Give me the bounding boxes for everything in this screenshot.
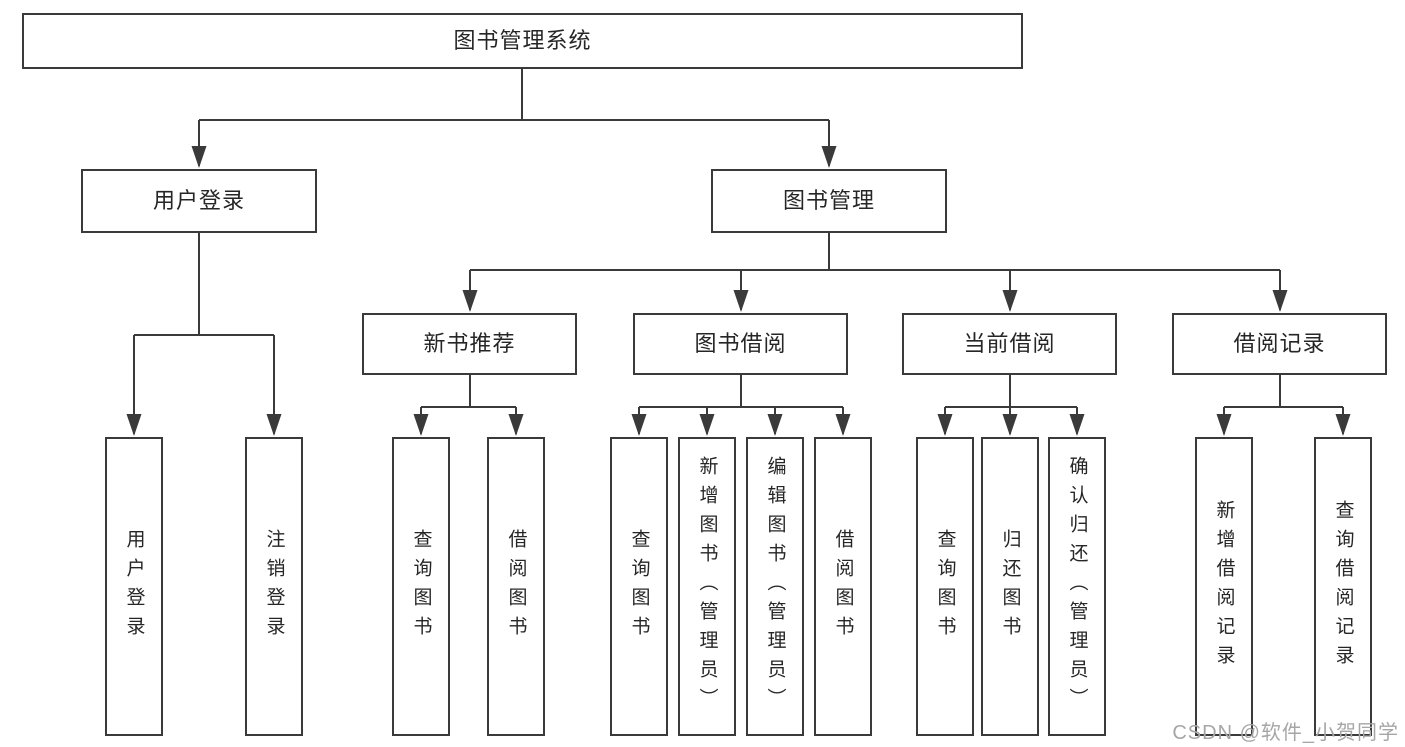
node-root: 图书管理系统 [22, 13, 1023, 69]
leaf-borrow-query-books: 查询图书 [610, 437, 668, 736]
leaf-borrow-edit-books-admin: 编辑图书（管理员） [746, 437, 804, 736]
leaf-current-return-books: 归还图书 [981, 437, 1039, 736]
node-book-borrow: 图书借阅 [633, 313, 848, 375]
node-user-login-label: 用户登录 [152, 187, 245, 213]
branch-bars [134, 69, 1343, 408]
leaf-user-login: 用户登录 [105, 437, 163, 736]
leaf-logout-login: 注销登录 [245, 437, 303, 736]
leaf-newbook-query-books-label: 查询图书 [410, 528, 432, 645]
node-new-book-recommend-label: 新书推荐 [423, 330, 516, 356]
leaf-borrow-borrow-books: 借阅图书 [814, 437, 872, 736]
node-root-label: 图书管理系统 [453, 27, 592, 53]
leaf-borrow-edit-books-admin-label: 编辑图书（管理员） [764, 456, 786, 717]
node-current-borrow: 当前借阅 [902, 313, 1117, 375]
leaf-user-login-label: 用户登录 [123, 528, 145, 645]
leaf-newbook-borrow-books-label: 借阅图书 [505, 528, 527, 645]
leaf-records-query-borrow-record: 查询借阅记录 [1314, 437, 1372, 736]
leaf-current-return-books-label: 归还图书 [999, 528, 1021, 645]
leaf-newbook-query-books: 查询图书 [392, 437, 450, 736]
node-book-management: 图书管理 [711, 169, 947, 233]
node-book-management-label: 图书管理 [782, 187, 875, 213]
leaf-borrow-add-books-admin-label: 新增图书（管理员） [696, 456, 718, 717]
node-borrow-records: 借阅记录 [1172, 313, 1387, 375]
leaf-logout-login-label: 注销登录 [263, 528, 285, 645]
leaf-current-query-books: 查询图书 [916, 437, 974, 736]
node-current-borrow-label: 当前借阅 [963, 330, 1056, 356]
leaf-borrow-query-books-label: 查询图书 [628, 528, 650, 645]
leaf-borrow-borrow-books-label: 借阅图书 [832, 528, 854, 645]
leaf-current-confirm-return-admin-label: 确认归还（管理员） [1066, 456, 1088, 717]
node-borrow-records-label: 借阅记录 [1233, 330, 1326, 356]
node-book-borrow-label: 图书借阅 [694, 330, 787, 356]
csdn-watermark: CSDN @软件_小贺同学 [1172, 722, 1399, 744]
leaf-newbook-borrow-books: 借阅图书 [487, 437, 545, 736]
leaf-current-confirm-return-admin: 确认归还（管理员） [1048, 437, 1106, 736]
leaf-current-query-books-label: 查询图书 [934, 528, 956, 645]
leaf-borrow-add-books-admin: 新增图书（管理员） [678, 437, 736, 736]
node-user-login: 用户登录 [81, 169, 317, 233]
leaf-records-query-borrow-record-label: 查询借阅记录 [1332, 499, 1354, 674]
node-new-book-recommend: 新书推荐 [362, 313, 577, 375]
leaf-records-add-borrow-record-label: 新增借阅记录 [1213, 499, 1235, 674]
leaf-records-add-borrow-record: 新增借阅记录 [1195, 437, 1253, 736]
